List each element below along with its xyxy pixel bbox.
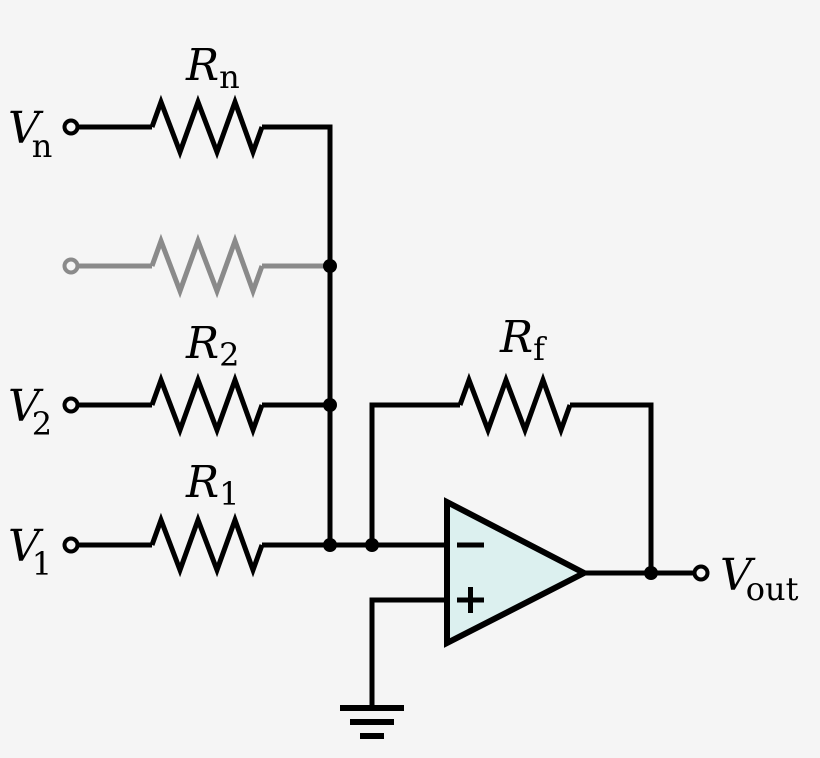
junction-dot	[323, 398, 337, 412]
terminal-vout[interactable]	[692, 564, 710, 582]
feedback-rf	[369, 372, 654, 573]
resistor-rf	[457, 372, 573, 438]
branch-rn	[62, 94, 333, 266]
ground-symbol	[340, 705, 404, 739]
resistor-placeholder	[149, 233, 265, 299]
branch-r1	[62, 512, 447, 578]
terminal-vn[interactable]	[62, 118, 80, 136]
junction-dot	[644, 566, 658, 580]
label-rn: Rn	[185, 40, 240, 96]
branch-placeholder	[62, 233, 330, 299]
label-v2: V2	[8, 381, 52, 443]
junction-dot	[365, 538, 379, 552]
terminal-v2[interactable]	[62, 396, 80, 414]
branch-r2	[62, 372, 330, 438]
label-rf: Rf	[499, 312, 547, 368]
wire-feedback-left	[369, 402, 460, 545]
resistor-r1	[149, 512, 265, 578]
junction-dot	[323, 538, 337, 552]
op-amp	[444, 497, 591, 648]
resistor-rn	[149, 94, 265, 160]
wire-feedback-right	[570, 402, 654, 573]
label-r1: R1	[185, 457, 240, 513]
label-v1: V1	[8, 521, 52, 583]
label-vout: Vout	[720, 550, 799, 608]
label-r2: R2	[185, 318, 240, 374]
wire-rn-bus	[262, 124, 333, 266]
terminal-v1[interactable]	[62, 536, 80, 554]
junction-dot	[323, 259, 337, 273]
terminal-placeholder[interactable]	[62, 257, 80, 275]
resistor-r2	[149, 372, 265, 438]
wire-noninverting-ground	[369, 597, 447, 706]
label-vn: Vn	[8, 103, 52, 165]
